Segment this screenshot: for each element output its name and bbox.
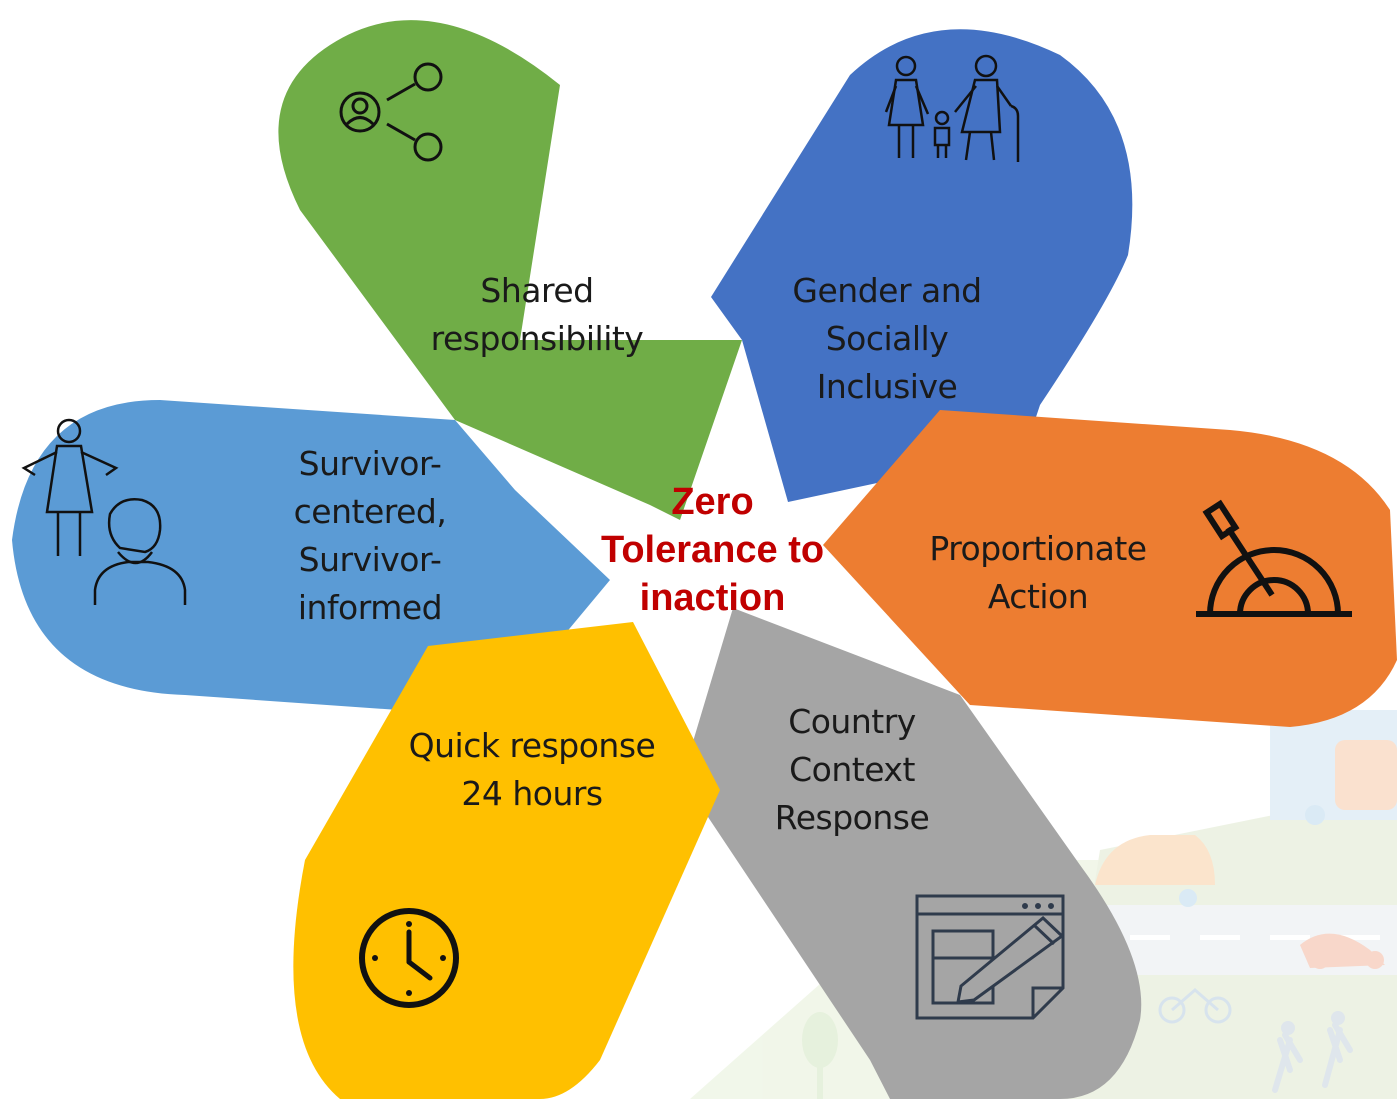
- petal-gender-inclusive: [711, 29, 1133, 503]
- petal-proportionate-action: [823, 410, 1397, 727]
- share-network-icon: [339, 62, 443, 162]
- petal-survivor-centered: [12, 400, 610, 715]
- edit-document-icon: [915, 894, 1065, 1020]
- petal-quick-response: [293, 622, 720, 1099]
- label-survivor-centered: Survivor-centered,Survivor-informed: [293, 444, 447, 627]
- family-icon: [884, 54, 1020, 162]
- clock-icon: [359, 908, 459, 1008]
- survivor-icon: [21, 418, 187, 605]
- center-title: Zero Tolerance to inaction: [600, 481, 825, 619]
- lever-gauge-icon: [1196, 499, 1352, 617]
- petal-shared-responsibility: [278, 20, 742, 520]
- petal-country-context: [680, 608, 1142, 1099]
